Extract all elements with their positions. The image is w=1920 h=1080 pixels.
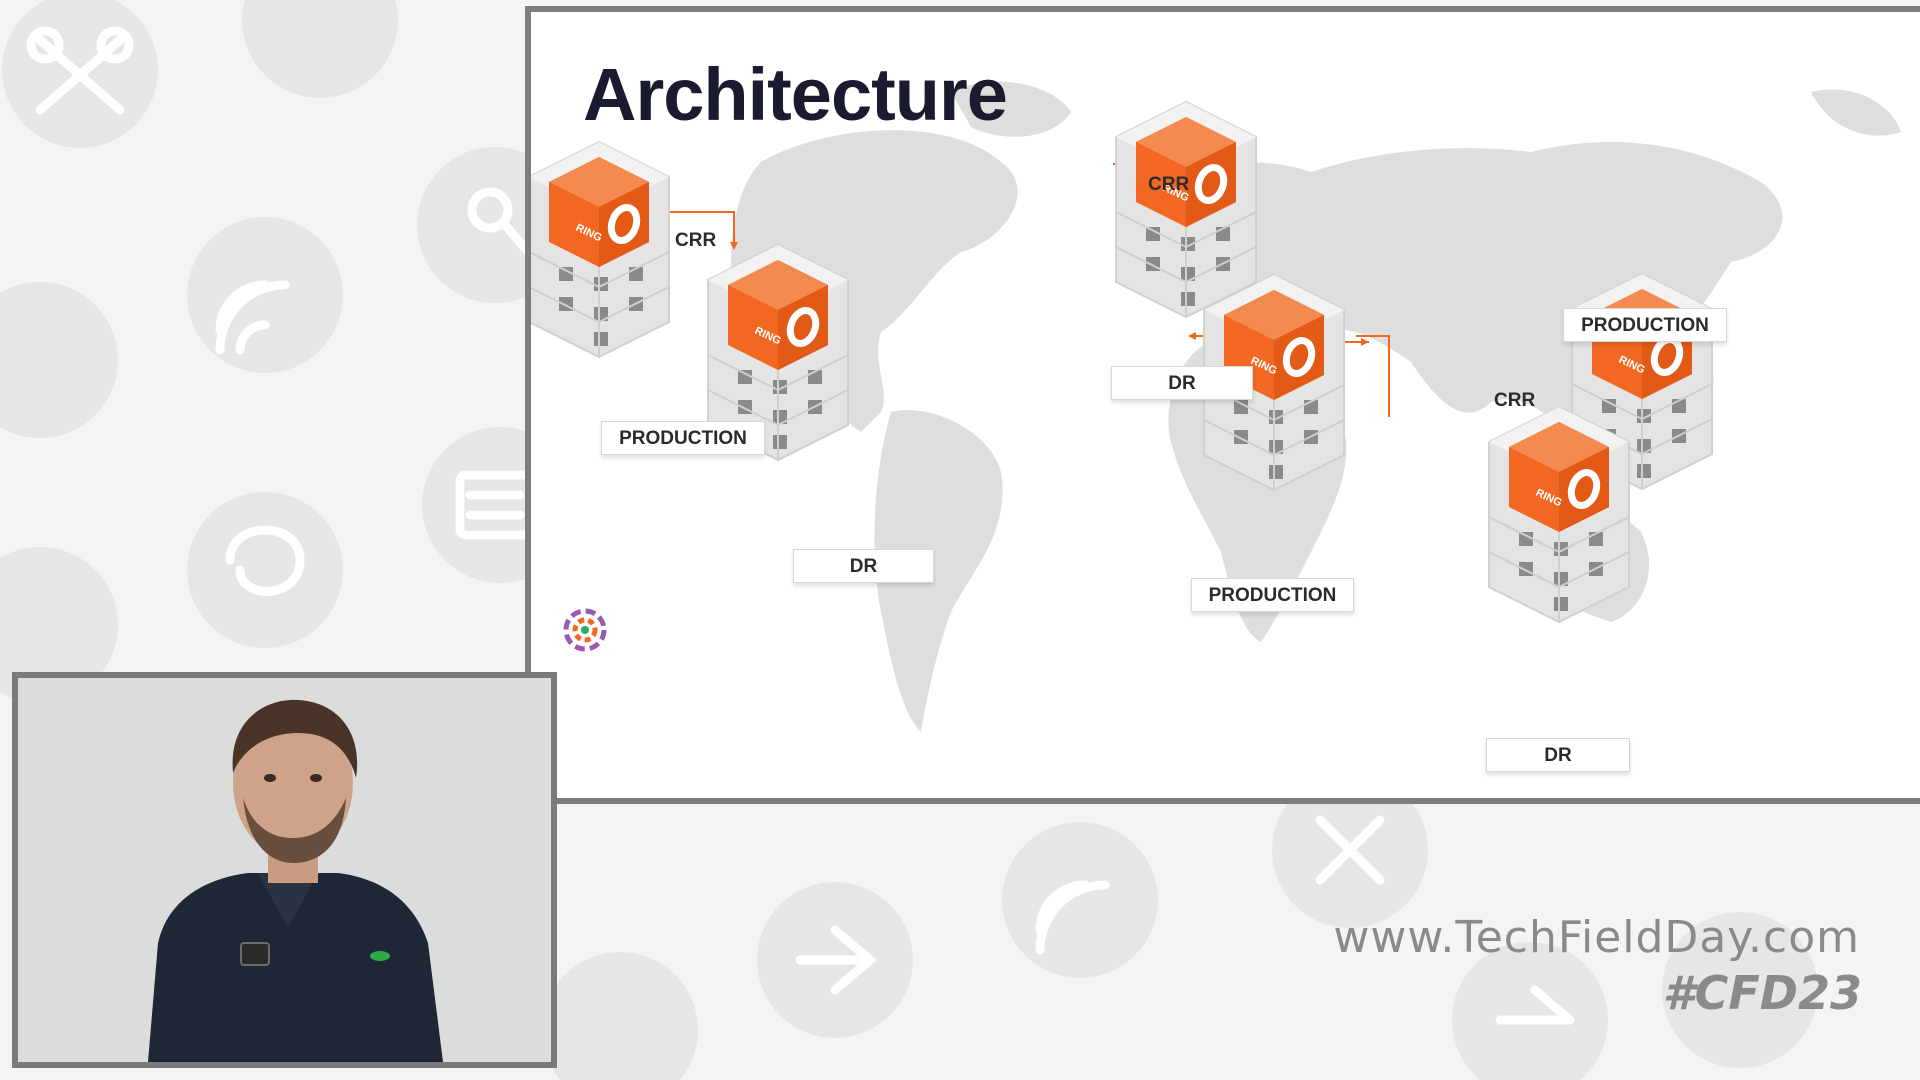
site-label-production: PRODUCTION	[601, 421, 765, 455]
site-label-dr: DR	[793, 549, 934, 583]
slide: RING	[525, 6, 1920, 804]
site-label-production: PRODUCTION	[1563, 308, 1727, 342]
keys-icon	[26, 26, 134, 115]
wifi-icon-2	[1035, 880, 1110, 955]
site-label-dr: DR	[1111, 366, 1253, 400]
ring-cube-dr-3	[1489, 407, 1629, 622]
crr-label: CRR	[1494, 390, 1536, 411]
sync-icon	[225, 525, 305, 596]
ring-cube-dr-2	[1116, 102, 1256, 317]
slide-title: Architecture	[583, 53, 1008, 136]
event-hashtag: #CFD23	[1662, 966, 1862, 1020]
presenter-figure	[18, 678, 551, 1062]
website-url: www.TechFieldDay.com	[1333, 912, 1860, 963]
ring-cube-production-1	[531, 142, 669, 357]
site-label-production: PRODUCTION	[1191, 578, 1354, 612]
crr-label: CRR	[1148, 174, 1190, 195]
network-icon-2	[1495, 985, 1575, 1025]
company-logo	[563, 608, 607, 652]
network-icon	[795, 925, 877, 995]
key-icon-2	[1315, 815, 1385, 885]
site-label-dr: DR	[1486, 738, 1630, 772]
crr-label: CRR	[675, 230, 717, 251]
presenter-video	[12, 672, 557, 1068]
slide-graphics: RING	[531, 81, 1901, 732]
wifi-icon	[215, 280, 290, 355]
